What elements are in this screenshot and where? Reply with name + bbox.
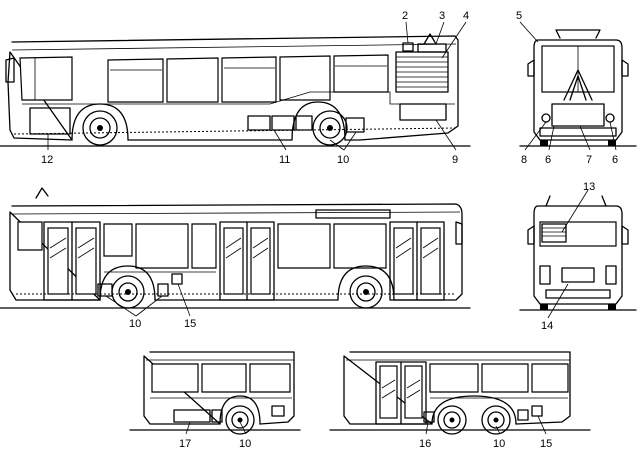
callout-16: 16: [419, 438, 431, 450]
callout-10: 10: [129, 318, 141, 330]
callout-7: 7: [586, 154, 592, 166]
callout-10: 10: [493, 438, 505, 450]
battery-hatch: [399, 103, 447, 121]
callout-12: 12: [41, 154, 53, 166]
engine-grille: [395, 51, 449, 93]
front-hatch: [29, 107, 71, 135]
storage-box: [157, 283, 169, 297]
callout-8: 8: [521, 154, 527, 166]
wheel: [481, 405, 511, 435]
leader-lines: [47, 21, 617, 435]
callout-2: 2: [402, 10, 408, 22]
door-rear: [389, 221, 445, 301]
callout-15: 15: [184, 318, 196, 330]
door-middle: [219, 221, 275, 301]
callout-6: 6: [545, 154, 551, 166]
door-front: [43, 221, 101, 301]
front-wheel: [82, 110, 118, 146]
roof-equipment: [417, 33, 447, 53]
callout-11: 11: [279, 154, 290, 166]
rear-wheel-left: [349, 275, 383, 309]
door: [375, 361, 427, 425]
callout-10: 10: [337, 154, 349, 166]
callout-9: 9: [452, 154, 458, 166]
bus-side-view-left: [0, 187, 471, 309]
bus-partial-view-two-axle: [129, 351, 301, 435]
bus-partial-view-three-axle: [329, 351, 591, 435]
rear-wheel: [312, 110, 348, 146]
destination-sign: [315, 209, 391, 219]
fuel-cap: [171, 273, 183, 285]
callout-6: 6: [612, 154, 618, 166]
callout-labels: 2 3 4 5 12 11 10 9 8 6 7 6 13 10 15 14 1…: [41, 10, 618, 450]
callout-10: 10: [239, 438, 251, 450]
callout-15: 15: [540, 438, 552, 450]
front-wheel-left: [111, 275, 145, 309]
bus-rear-view: [519, 195, 637, 311]
callout-4: 4: [463, 10, 469, 22]
wheel: [225, 405, 255, 435]
callout-17: 17: [179, 438, 191, 450]
bus-side-view-right: [0, 33, 471, 147]
bus-front-view: [519, 29, 637, 147]
callout-14: 14: [541, 320, 553, 332]
storage-box: [173, 409, 211, 423]
callout-5: 5: [516, 10, 522, 22]
wheel: [437, 405, 467, 435]
roof-hatch-box: [402, 42, 414, 52]
callout-3: 3: [439, 10, 445, 22]
callout-13: 13: [583, 181, 595, 193]
